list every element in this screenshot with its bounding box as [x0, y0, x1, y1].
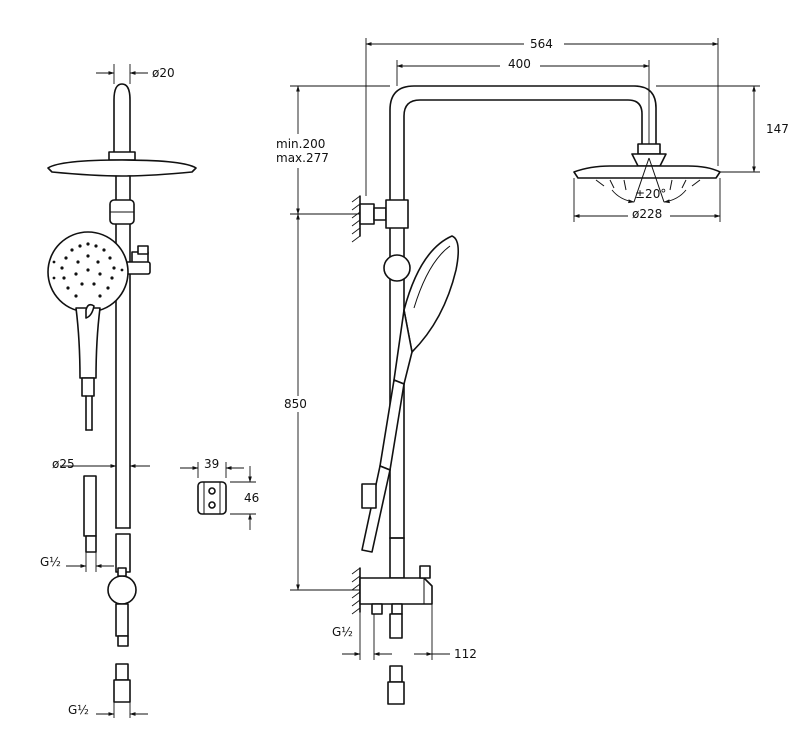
thread-bottom-label: G½	[68, 703, 89, 717]
side-arm-pipe	[113, 83, 131, 153]
dim-thread-bottom: G½	[68, 702, 148, 718]
dim-thread-main: G½	[332, 612, 392, 660]
head-diameter-label: ø228	[632, 207, 662, 221]
side-head-connector	[108, 151, 136, 161]
front-view: ±20° 564	[272, 34, 789, 705]
side-hose-lower	[83, 475, 97, 537]
front-arm-inner	[403, 99, 643, 539]
front-rain-nozzles	[595, 179, 701, 191]
dim-pipe-diameter: ø20	[96, 64, 175, 84]
tilt-label: ±20°	[635, 187, 666, 201]
front-valve-outlet-right	[391, 603, 403, 615]
head-height-max-label: max.277	[276, 151, 329, 165]
front-hand-shower-face	[413, 245, 451, 309]
dim-head-drop: 147	[656, 85, 789, 173]
arm-overall-label: 564	[530, 37, 553, 51]
side-inlet-body	[113, 679, 131, 703]
hand-shower-cone	[81, 377, 95, 397]
front-holder	[361, 483, 377, 509]
dim-head-height: min.200 max.277	[272, 85, 390, 215]
front-valve-outlet-pipe	[389, 613, 403, 639]
head-drop-label: 147	[766, 122, 789, 136]
side-valve-top	[117, 567, 127, 577]
holder-width-label: 39	[204, 457, 219, 471]
front-valve-body	[359, 577, 433, 605]
dim-arm-reach: 400	[396, 56, 650, 144]
holder-detail: 39 46	[180, 457, 259, 530]
front-valve-knob	[419, 565, 431, 579]
dim-holder-width: 39	[180, 457, 244, 478]
front-rain-head	[573, 165, 721, 179]
side-hose-nut	[85, 535, 97, 553]
hose-diameter-label: ø25	[52, 457, 75, 471]
rail-height-label: 850	[284, 397, 307, 411]
dim-thread-side: G½	[40, 552, 114, 572]
holder-screw-top	[208, 487, 216, 495]
dim-arm-overall: 564	[365, 34, 719, 196]
tilt-line-right	[648, 157, 665, 203]
dim-rail-height: 850	[282, 213, 360, 591]
front-arm-outer	[389, 85, 657, 539]
side-inlet-cap	[115, 663, 129, 681]
dim-head-diameter: ø228	[573, 178, 721, 222]
holder-body	[197, 481, 227, 515]
front-upper-clamp	[385, 199, 409, 229]
arm-reach-label: 400	[508, 57, 531, 71]
tilt-arc-right	[663, 189, 687, 204]
thread-main-label: G½	[332, 625, 353, 639]
side-rail-lower	[115, 533, 131, 573]
pipe-diameter-label: ø20	[152, 66, 175, 80]
front-upper-arm	[373, 207, 387, 221]
front-upper-wall-mount	[359, 203, 375, 225]
side-valve-body	[107, 575, 137, 605]
side-valve-outlet-nut	[117, 635, 129, 647]
front-slider-ring	[383, 254, 411, 282]
front-head-connector	[637, 143, 661, 155]
front-valve-outlet-left	[371, 603, 383, 615]
front-head-ball	[631, 153, 667, 167]
dim-hose-diameter: ø25	[52, 457, 150, 471]
side-view: ø20 ø25 G½ G½	[40, 64, 197, 718]
front-rail-lower	[389, 537, 405, 579]
holder-screw-bottom	[208, 501, 216, 509]
front-hand-shower-head	[403, 235, 460, 353]
thread-side-label: G½	[40, 555, 61, 569]
valve-depth-label: 112	[454, 647, 477, 661]
hand-shower-handle	[75, 307, 101, 379]
tilt-line-left	[633, 157, 650, 203]
side-rain-head	[47, 159, 197, 177]
side-slider-knob	[137, 245, 149, 255]
head-height-min-label: min.200	[276, 137, 325, 151]
hand-shower-button	[85, 303, 95, 319]
wall-hatch-upper	[351, 195, 361, 243]
holder-height-label: 46	[244, 491, 259, 505]
front-inlet-cap	[389, 665, 403, 683]
tilt-arc-left	[611, 189, 635, 204]
dim-holder-height: 46	[230, 466, 259, 530]
front-hose	[361, 465, 391, 553]
front-hand-shower-grip	[379, 379, 405, 471]
hand-shower-nozzles	[52, 242, 124, 298]
side-valve-outlet	[115, 603, 129, 637]
front-inlet-body	[387, 681, 405, 705]
dim-valve-depth: 112	[414, 604, 477, 661]
wall-hatch-lower	[351, 567, 361, 615]
